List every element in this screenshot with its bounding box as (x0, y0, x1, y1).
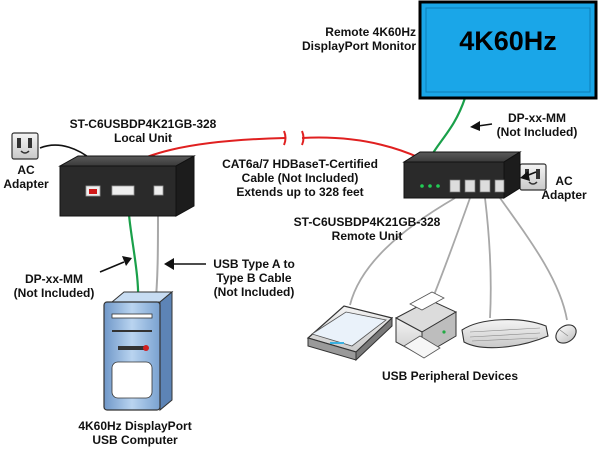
local-unit-title: Local Unit (113, 131, 172, 145)
monitor-screen-label: 4K60Hz (459, 26, 557, 56)
usb-peripherals-label: USB Peripheral Devices (381, 369, 519, 383)
usb-cable-label: USB Type A to (213, 257, 295, 271)
cable-label: Cable (Not Included) (241, 171, 359, 185)
ac-adapter-remote-label: AC (555, 174, 573, 188)
dp-cable-local-label: DP-xx-MM (24, 272, 83, 286)
ac-adapter-local-label: Adapter (3, 177, 49, 191)
usb-cable-label: Type B Cable (216, 271, 292, 285)
local-unit-icon (58, 155, 196, 217)
keyboard-icon (461, 319, 549, 349)
cable-break-icon (283, 130, 305, 146)
monitor-title: DisplayPort Monitor (301, 39, 416, 53)
dp-cable-remote-label: DP-xx-MM (507, 111, 566, 125)
cable-label: CAT6a/7 HDBaseT-Certified (222, 157, 378, 171)
cable-label: Extends up to 328 feet (236, 185, 364, 199)
arrow-icon (99, 121, 537, 273)
dp-cable-remote-label: (Not Included) (496, 125, 578, 139)
computer-label: USB Computer (92, 433, 178, 447)
monitor-title: Remote 4K60Hz (325, 25, 416, 39)
usb-cable-label: (Not Included) (213, 285, 295, 299)
remote-unit-title: ST-C6USBDP4K21GB-328 (293, 215, 441, 229)
local-unit-title: ST-C6USBDP4K21GB-328 (69, 117, 217, 131)
dp-cable-remote (429, 97, 467, 159)
usb-cables-remote (349, 197, 568, 321)
monitor-icon (418, 0, 598, 100)
remote-unit-icon (402, 151, 522, 199)
scanner-icon (306, 305, 394, 362)
remote-unit-title: Remote Unit (331, 229, 403, 243)
ac-adapter-icon (11, 132, 39, 160)
computer-label: 4K60Hz DisplayPort (78, 419, 192, 433)
mouse-icon (555, 324, 577, 344)
printer-icon (394, 291, 458, 359)
dp-cable-local-label: (Not Included) (13, 286, 95, 300)
computer-tower-icon (103, 290, 174, 412)
ac-adapter-remote-label: Adapter (541, 188, 587, 202)
cat-cable (301, 136, 421, 159)
ac-adapter-local-label: AC (17, 163, 35, 177)
